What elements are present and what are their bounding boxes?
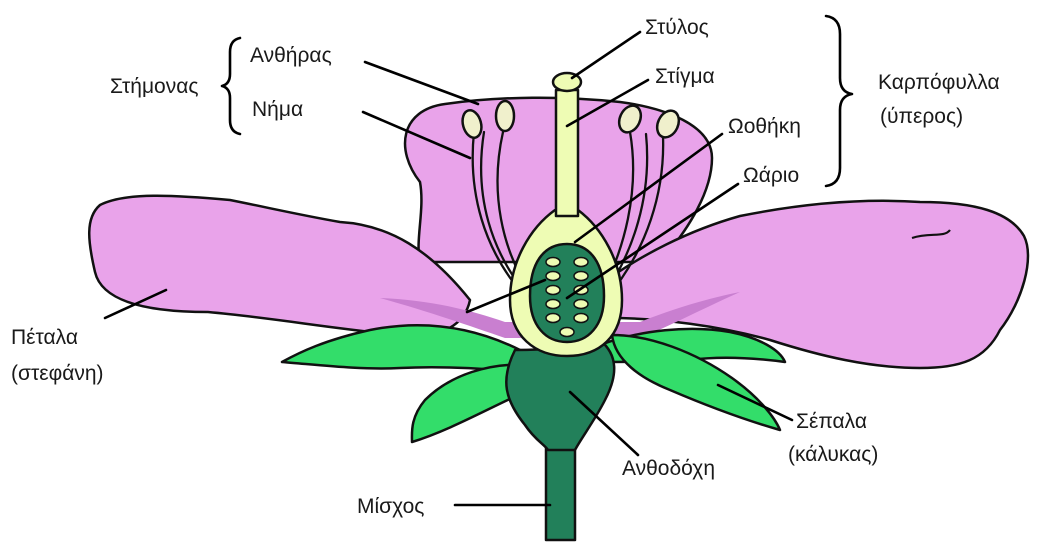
- label-receptacle: Ανθοδόχη: [622, 457, 715, 480]
- leader-style: [572, 32, 640, 78]
- anther: [496, 101, 514, 131]
- sepal-left-upper: [282, 325, 520, 372]
- ovule: [574, 300, 588, 309]
- ovule: [546, 314, 560, 323]
- stem: [546, 440, 575, 540]
- label-ovary: Ωοθήκη: [728, 115, 801, 138]
- ovule: [546, 300, 560, 309]
- label-sepals-line2: (κάλυκας): [788, 443, 878, 466]
- label-ovule: Ωάριο: [743, 164, 799, 187]
- label-stigma: Στίγμα: [655, 65, 715, 88]
- receptacle-group: [506, 340, 614, 540]
- ovule: [560, 328, 574, 337]
- ovule: [546, 272, 560, 281]
- ovule: [574, 258, 588, 267]
- label-anther: Ανθήρας: [250, 44, 332, 67]
- label-style: Στύλος: [645, 16, 709, 39]
- style: [556, 90, 578, 216]
- label-sepals-line1: Σέπαλα: [796, 410, 867, 433]
- leader-anther: [365, 62, 478, 104]
- label-stem: Μίσχος: [357, 495, 424, 518]
- label-carpels-line1: Καρπόφυλλα: [878, 71, 1000, 94]
- label-carpels-line2: (ύπερος): [880, 105, 963, 128]
- carpels-brace: [826, 16, 852, 186]
- left-petal: [89, 196, 470, 336]
- ovule: [574, 314, 588, 323]
- ovule: [574, 272, 588, 281]
- label-petals-line2: (στεφάνη): [11, 362, 104, 385]
- label-petals-line1: Πέταλα: [11, 326, 78, 349]
- ovule: [546, 258, 560, 267]
- ovule: [546, 286, 560, 295]
- label-filament: Νήμα: [252, 98, 303, 121]
- stamen-brace: [222, 38, 240, 134]
- label-stamen: Στήμονας: [110, 75, 199, 98]
